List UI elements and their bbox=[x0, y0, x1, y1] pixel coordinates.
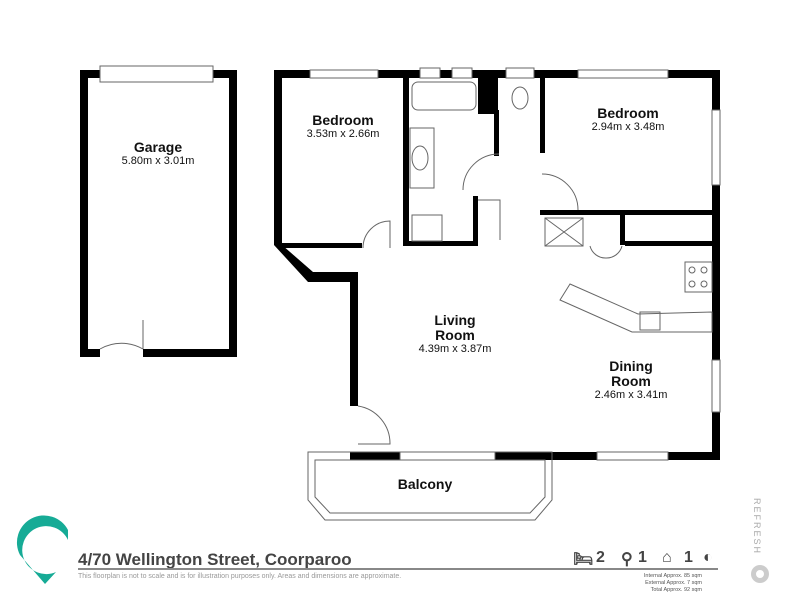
garage-icon: ⌂ bbox=[662, 549, 672, 566]
room-name: Balcony bbox=[397, 476, 453, 492]
compass-icon: ◐ bbox=[703, 549, 713, 566]
fixtures bbox=[99, 65, 721, 521]
room-dimensions: 2.46m x 3.41m bbox=[594, 389, 668, 401]
room-name: Garage bbox=[133, 139, 183, 155]
room-name: Dining bbox=[609, 358, 653, 374]
room-name: Bedroom bbox=[312, 112, 374, 128]
room-dimensions: 2.94m x 3.48m bbox=[591, 121, 665, 133]
room-dimensions: 4.39m x 3.87m bbox=[418, 343, 492, 355]
brand-watermark: REFRESH bbox=[752, 498, 762, 556]
address-title: 4/70 Wellington Street, Coorparoo bbox=[78, 550, 352, 569]
bath-count: 1 bbox=[638, 549, 647, 566]
bed-icon: 🛏 bbox=[573, 551, 594, 568]
total-area: Total Approx. 92 sqm bbox=[650, 587, 702, 593]
external-area: External Approx. 7 sqm bbox=[645, 580, 702, 586]
shower-icon: ⚲ bbox=[621, 551, 633, 568]
internal-area: Internal Approx. 85 sqm bbox=[643, 573, 702, 579]
room-name: Room bbox=[611, 373, 651, 389]
disclaimer: This floorplan is not to scale and is fo… bbox=[78, 573, 402, 580]
room-dimensions: 3.53m x 2.66m bbox=[306, 128, 380, 140]
bed-count: 2 bbox=[596, 549, 605, 566]
room-balcony: Balcony bbox=[398, 477, 452, 492]
room-name: Room bbox=[435, 327, 475, 343]
room-name: Living bbox=[434, 312, 476, 328]
room-name: Bedroom bbox=[597, 105, 659, 121]
divider bbox=[78, 568, 718, 570]
car-count: 1 bbox=[684, 549, 693, 566]
room-dimensions: 5.80m x 3.01m bbox=[121, 155, 195, 167]
walls bbox=[80, 70, 720, 460]
